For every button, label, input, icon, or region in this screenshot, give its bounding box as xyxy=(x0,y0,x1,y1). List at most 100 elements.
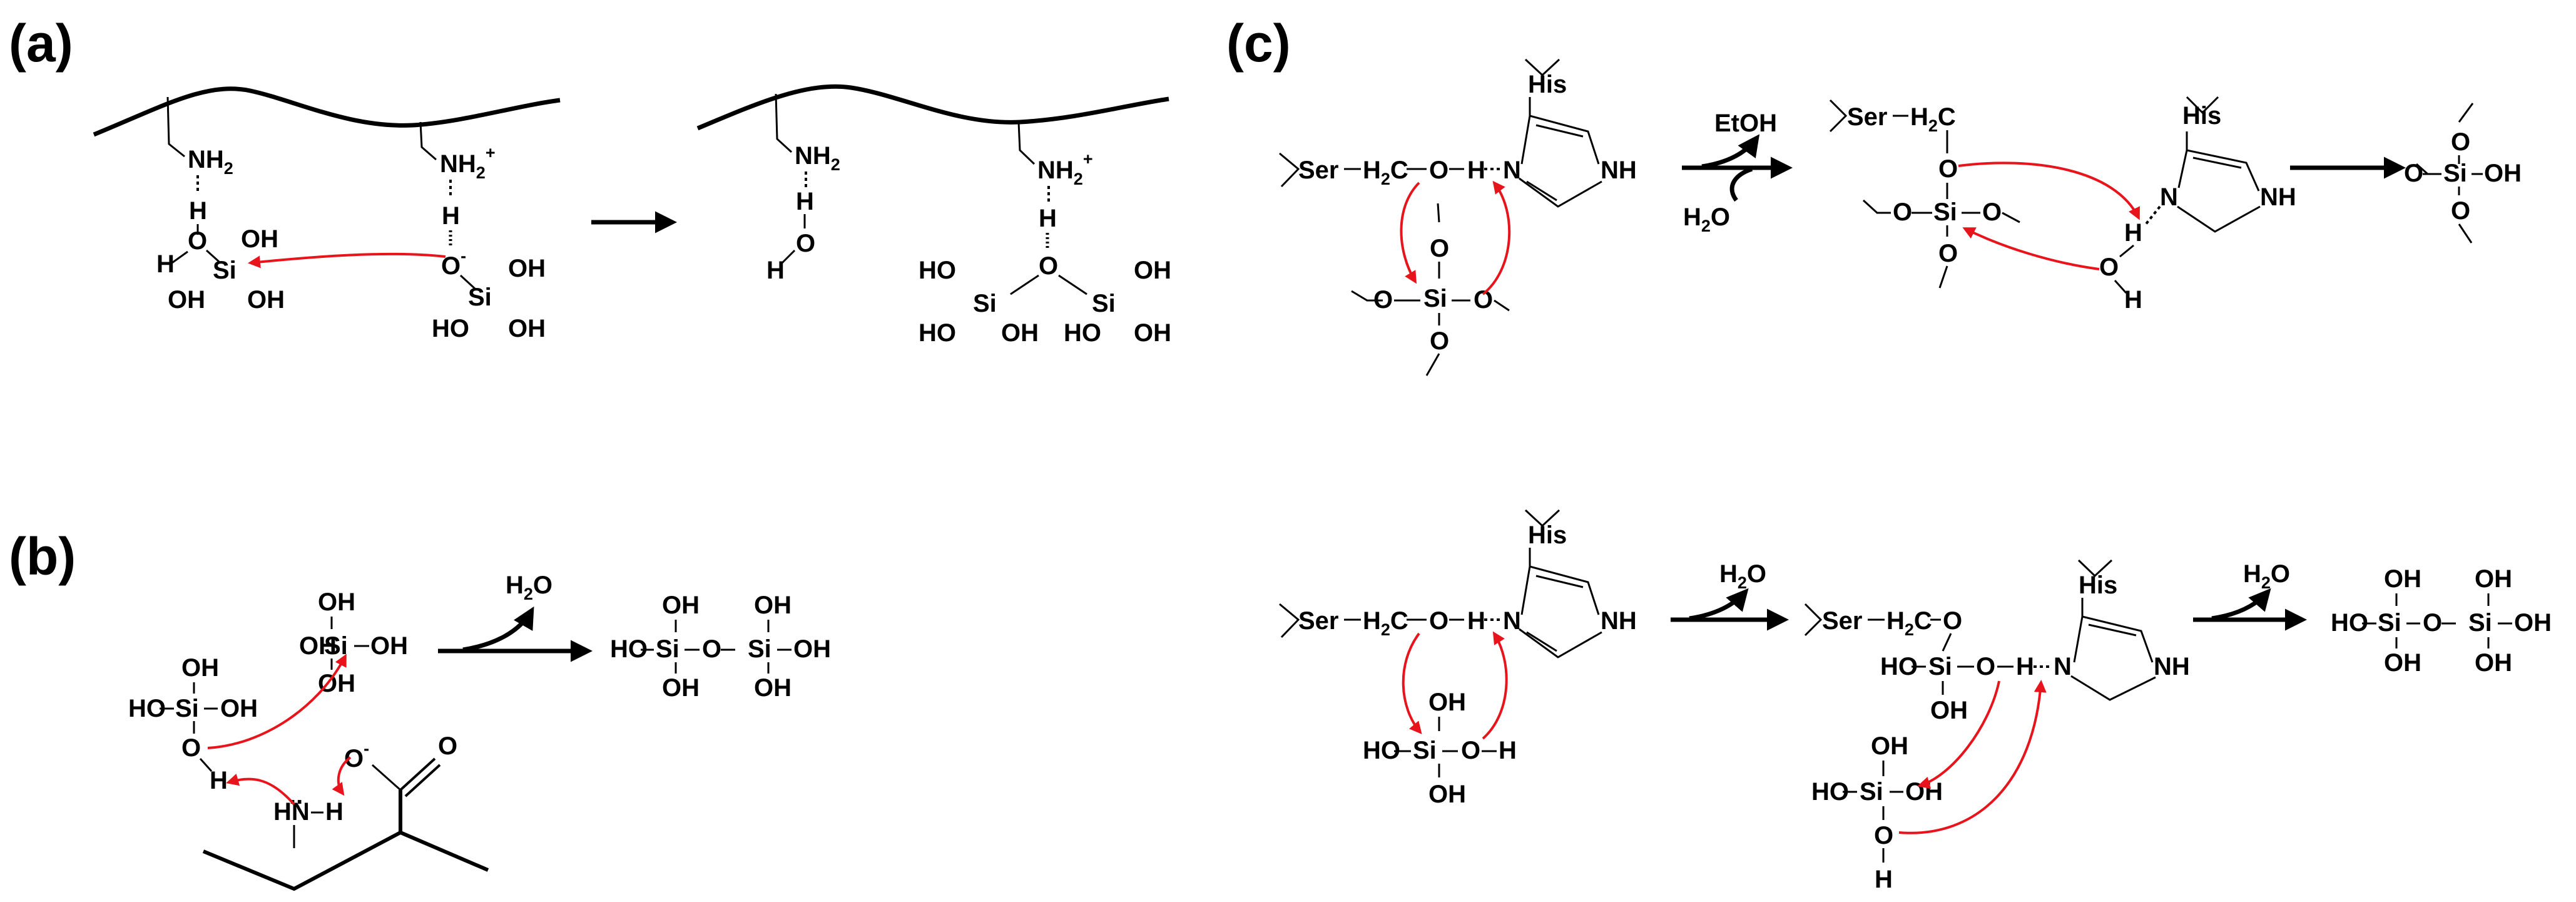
c2-red-arrow-1 xyxy=(1958,161,2140,220)
c2-ser-label: Ser xyxy=(1847,103,1888,131)
c6-oh-3: OH xyxy=(2514,609,2552,637)
h-atom-5: H xyxy=(766,257,785,284)
c1-red-arrow-1 xyxy=(1400,182,1420,284)
c5-n-atom: N xyxy=(2054,653,2072,680)
b-oh-left-1: OH xyxy=(299,632,337,660)
bond-o-h-4 xyxy=(781,249,796,264)
c1-imid-dbl-2 xyxy=(1526,180,1557,202)
c4-n-atom: N xyxy=(1503,607,1521,635)
c4-imid-dbl xyxy=(1535,575,1584,588)
h-atom-3: H xyxy=(442,202,460,230)
b-prod-o: O xyxy=(702,635,721,663)
c6-si-1: Si xyxy=(2378,609,2401,637)
c1-imid-1 xyxy=(1520,115,1600,165)
c5-imid-2 xyxy=(2070,675,2156,701)
c6-oh-4: OH xyxy=(2384,649,2421,677)
si-atom-4: Si xyxy=(1092,290,1116,317)
c1-ser-stub xyxy=(1279,152,1300,188)
ammonium-label-2: NH2+ xyxy=(1037,150,1093,188)
panel-b: OH OH Si OH OH OH HO Si OH O H HN .. H O… xyxy=(128,571,831,891)
c2-o-atom: O xyxy=(1938,155,1958,183)
c5-o-right: O xyxy=(1976,653,1995,680)
c5-oh-bottom: OH xyxy=(1930,697,1968,724)
c1-o-atom: O xyxy=(1429,156,1448,184)
c1-nh-label: NH xyxy=(1601,156,1637,184)
c4-ser-label: Ser xyxy=(1298,607,1339,635)
c2-bond-8 xyxy=(2114,279,2127,294)
panel-c-top: Ser H2C O H N NH His O Si O O O xyxy=(1279,58,2522,376)
c4-ch2-label: H2C xyxy=(1363,607,1408,639)
c6-oh-1: OH xyxy=(2384,565,2421,593)
h-atom-6: H xyxy=(1039,205,1057,232)
c1-etoh-arrow xyxy=(1701,134,1760,169)
panel-label-a: (a) xyxy=(9,14,73,73)
c5-o-bottom-2: O xyxy=(1874,822,1893,849)
c5-si-2: Si xyxy=(1860,778,1883,806)
c5-his-label: His xyxy=(2079,571,2117,599)
b-oh-top: OH xyxy=(318,588,355,616)
c1-teos-stub-2 xyxy=(1351,290,1383,302)
c3-o-left: O xyxy=(2404,160,2423,187)
c1-teos-stub-1 xyxy=(1437,203,1440,223)
c1-teos-si: Si xyxy=(1423,285,1447,312)
panel-a: NH2 H O H Si OH OH OH NH2+ H O- Si OH HO… xyxy=(93,84,1171,347)
ammonium-label-1: NH2+ xyxy=(440,143,496,182)
c3-si: Si xyxy=(2443,160,2467,187)
c2-red-arrow-2 xyxy=(1962,227,2100,270)
c1-h2o-label: H2O xyxy=(1683,203,1730,235)
c4-imid-1 xyxy=(1520,565,1600,615)
bond-o-si-3 xyxy=(1010,274,1039,295)
red-curved-arrow-a xyxy=(248,252,446,269)
c1-teos-o-top: O xyxy=(1430,235,1449,262)
amine-chain-4 xyxy=(1017,121,1036,165)
c5-ser-label: Ser xyxy=(1822,607,1863,635)
c1-ch2-label: H2C xyxy=(1363,156,1408,188)
c1-h-atom: H xyxy=(1467,156,1485,184)
c2-ser-stub xyxy=(1829,99,1848,133)
c5-bond-3 xyxy=(1942,633,1952,652)
c4-o-atom: O xyxy=(1429,607,1448,635)
c2-nh-label: NH xyxy=(2260,183,2296,211)
b-red-arrow-2 xyxy=(226,773,295,806)
c2-hbond xyxy=(2144,205,2161,227)
oh-label-11: OH xyxy=(1134,257,1171,284)
c1-etoh-label: EtOH xyxy=(1714,110,1777,137)
b-si-2: Si xyxy=(175,695,199,722)
c2-o-left: O xyxy=(1893,198,1912,226)
c4-h-atom: H xyxy=(1467,607,1485,635)
c2-imid-2 xyxy=(2177,205,2261,233)
c2-o-bottom: O xyxy=(1938,240,1958,267)
b-carbonyl-1 xyxy=(399,757,436,791)
c1-n-atom: N xyxy=(1503,156,1521,184)
c5-ch2-label: H2C xyxy=(1886,607,1932,639)
c2-si: Si xyxy=(1933,198,1957,226)
c2-stub-bottom xyxy=(1938,265,1948,289)
b-o-minus: O- xyxy=(344,739,369,772)
c3-oh: OH xyxy=(2484,160,2522,187)
b-byproduct-h2o: H2O xyxy=(506,571,552,603)
c5-si: Si xyxy=(1928,653,1952,680)
c4-oh-bottom: OH xyxy=(1428,781,1466,808)
c1-ser-label: Ser xyxy=(1298,156,1339,184)
c5-red-arrow-2 xyxy=(1898,680,2047,834)
c4-h2o-label: H2O xyxy=(1719,560,1766,592)
c5-nh-label: NH xyxy=(2154,653,2190,680)
h-atom-1: H xyxy=(189,197,207,225)
h-atom-4: H xyxy=(796,188,814,215)
c6-o: O xyxy=(2423,609,2442,637)
oh-label-10: HO xyxy=(1064,319,1101,347)
c4-h2o-arrow xyxy=(1689,588,1749,621)
b-red-arrow-1 xyxy=(207,653,347,749)
c3-stub-top xyxy=(2458,103,2474,123)
bond-h-o-2 xyxy=(170,250,188,265)
c4-red-arrow-2 xyxy=(1482,631,1508,740)
b-oh-right-2: OH xyxy=(220,695,258,722)
polymer-backbone-left xyxy=(93,86,561,137)
c1-h2o-arrow xyxy=(1729,167,1753,202)
b-bond-11 xyxy=(372,764,401,791)
c4-si: Si xyxy=(1413,737,1437,764)
o-bridge-atom: O xyxy=(1039,252,1058,280)
b-bond-8 xyxy=(199,757,213,772)
c1-teos-stub-4 xyxy=(1425,353,1440,376)
b-o-atom: O xyxy=(181,734,201,762)
